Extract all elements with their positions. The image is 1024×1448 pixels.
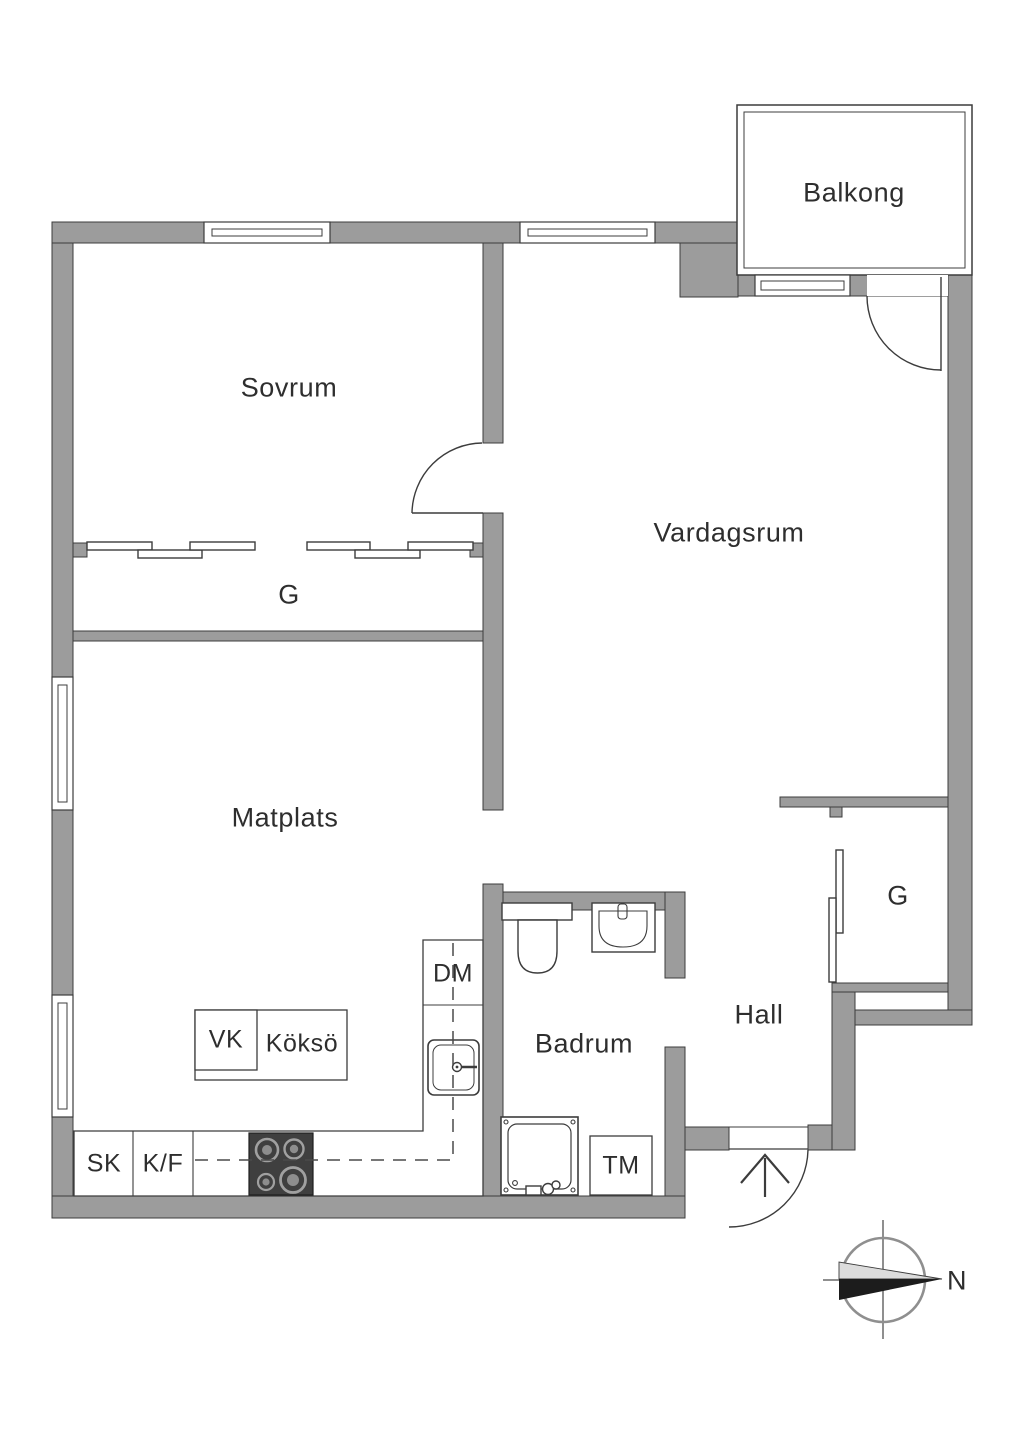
label-dishwasher: DM xyxy=(432,959,474,988)
label-vk-appliance: VK xyxy=(208,1025,244,1054)
washbasin xyxy=(591,902,656,953)
compass-needle-light xyxy=(838,1261,943,1280)
kitchen-island xyxy=(194,1009,348,1081)
closet-label-bedroom: G xyxy=(278,579,300,610)
window-diningroom xyxy=(51,676,74,811)
counter-dashed-line xyxy=(195,940,454,1161)
label-compass-north: N xyxy=(946,1265,968,1296)
shower-bathtub xyxy=(500,1116,579,1196)
sliding-doors-bedroom-closet xyxy=(86,541,474,559)
kitchen-counter xyxy=(73,939,484,1197)
toilet xyxy=(501,902,573,974)
room-label-badrum: Badrum xyxy=(534,1028,634,1059)
room-label-sovrum: Sovrum xyxy=(240,372,338,403)
room-label-balkong: Balkong xyxy=(803,177,905,208)
compass-needle-dark xyxy=(839,1279,942,1300)
window-balcony-wall xyxy=(754,274,851,297)
door-balcony xyxy=(866,275,948,371)
room-label-matplats: Matplats xyxy=(231,802,339,833)
entrance-arrow xyxy=(740,1153,790,1197)
window-kitchen xyxy=(51,994,74,1118)
label-kitchen-island: Köksö xyxy=(265,1029,339,1058)
closet-label-hall: G xyxy=(887,880,909,911)
walls xyxy=(51,221,973,1219)
window-livingroom-top xyxy=(519,221,656,244)
door-bedroom xyxy=(411,442,483,514)
label-fridge-freezer: K/F xyxy=(142,1149,184,1178)
balcony-outline xyxy=(736,104,973,276)
washing-machine xyxy=(589,1135,653,1196)
door-entrance xyxy=(728,1126,809,1228)
stove xyxy=(248,1132,314,1196)
window-bedroom xyxy=(203,221,331,244)
room-label-vardagsrum: Vardagsrum xyxy=(653,517,805,548)
label-cabinet-sk: SK xyxy=(86,1149,122,1178)
label-washing-machine: TM xyxy=(602,1151,640,1180)
sliding-doors-hall-closet xyxy=(828,849,844,983)
room-label-hall: Hall xyxy=(734,999,784,1030)
compass xyxy=(823,1220,943,1339)
